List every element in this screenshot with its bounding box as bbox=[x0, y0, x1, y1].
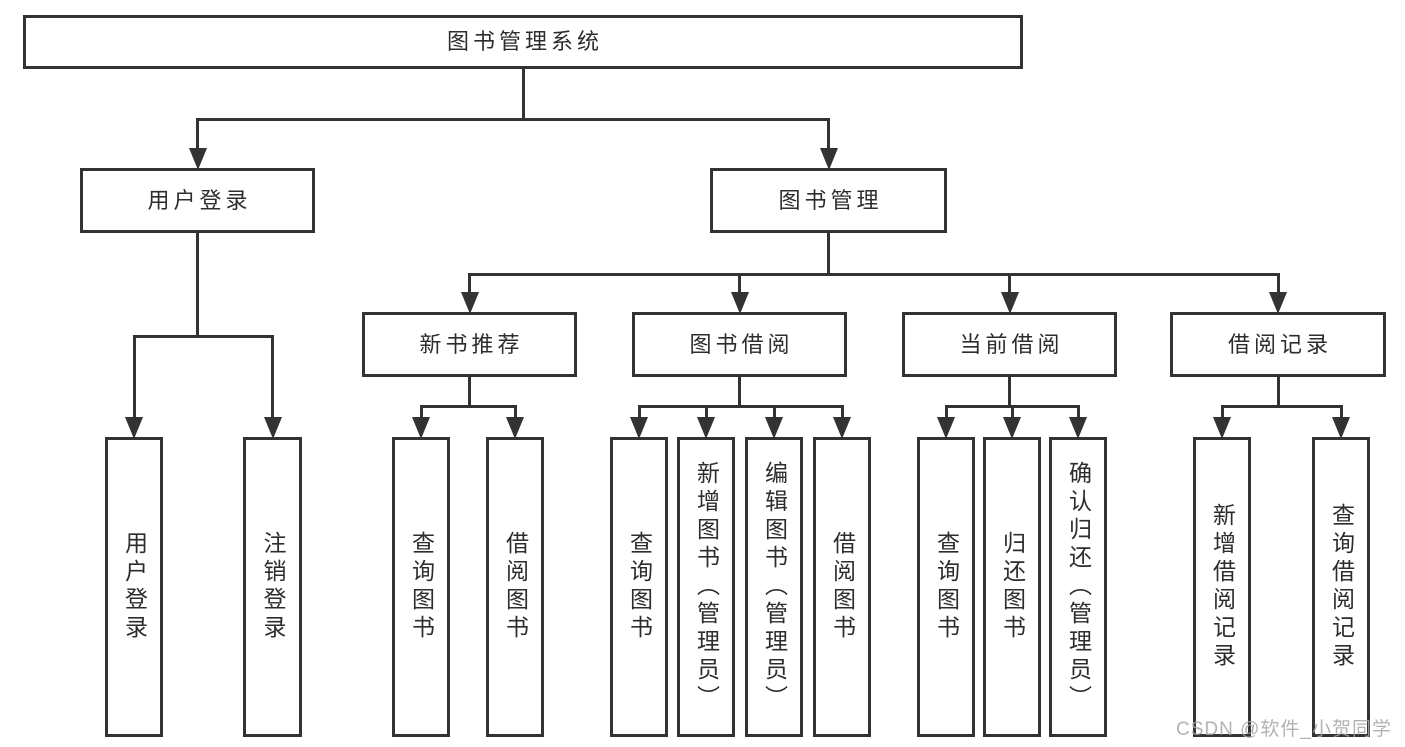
arrowhead-down-icon bbox=[765, 417, 783, 439]
connector-line bbox=[196, 232, 199, 338]
node-label: 借阅记录 bbox=[1227, 331, 1332, 357]
node-label: 图书管理系统 bbox=[446, 29, 603, 54]
connector-line bbox=[1220, 405, 1224, 423]
csdn-watermark: CSDN @软件_小贺同学 bbox=[1176, 719, 1392, 740]
node-label: 查询图书 bbox=[626, 531, 653, 643]
node-leaf-nb-query: 查询图书 bbox=[392, 437, 450, 737]
connector-line bbox=[1076, 405, 1080, 423]
node-leaf-nb-borrow: 借阅图书 bbox=[486, 437, 544, 737]
arrowhead-down-icon bbox=[263, 417, 282, 439]
connector-line bbox=[944, 405, 948, 423]
connector-line bbox=[468, 273, 1280, 276]
node-label: 注销登录 bbox=[260, 531, 286, 643]
connector-line bbox=[419, 405, 517, 408]
node-leaf-br-add: 新增借阅记录 bbox=[1193, 437, 1251, 737]
node-leaf-cb-confirm: 确认归还（管理员） bbox=[1049, 437, 1107, 737]
connector-line bbox=[827, 232, 830, 276]
connector-line bbox=[196, 118, 199, 154]
arrowhead-down-icon bbox=[1069, 417, 1087, 439]
arrowhead-down-icon bbox=[188, 148, 207, 170]
connector-line bbox=[1276, 273, 1280, 298]
connector-line bbox=[132, 335, 136, 423]
connector-line bbox=[738, 376, 741, 408]
node-leaf-logout: 注销登录 bbox=[243, 437, 302, 737]
node-leaf-bb-borrow: 借阅图书 bbox=[813, 437, 871, 737]
connector-line bbox=[1276, 376, 1280, 408]
arrowhead-down-icon bbox=[1213, 417, 1231, 439]
connector-line bbox=[1008, 376, 1011, 408]
node-book-mgmt: 图书管理 bbox=[710, 168, 947, 233]
connector-line bbox=[419, 405, 423, 423]
node-leaf-br-query: 查询借阅记录 bbox=[1312, 437, 1370, 737]
node-label: 图书借阅 bbox=[689, 331, 794, 357]
node-label: 用户登录 bbox=[121, 531, 148, 643]
node-label: 编辑图书（管理员） bbox=[761, 461, 788, 713]
node-root: 图书管理系统 bbox=[23, 15, 1023, 69]
connector-line bbox=[1008, 273, 1011, 298]
node-label: 新书推荐 bbox=[419, 331, 524, 357]
node-label: 归还图书 bbox=[999, 531, 1026, 643]
node-label: 借阅图书 bbox=[829, 531, 856, 643]
node-leaf-cb-query: 查询图书 bbox=[917, 437, 975, 737]
node-label: 查询图书 bbox=[408, 531, 435, 643]
arrowhead-down-icon bbox=[1000, 292, 1019, 314]
node-user-login: 用户登录 bbox=[80, 168, 315, 233]
connector-line bbox=[704, 405, 708, 423]
node-label: 当前借阅 bbox=[959, 331, 1064, 357]
node-label: 借阅图书 bbox=[502, 531, 529, 643]
node-leaf-cb-return: 归还图书 bbox=[983, 437, 1041, 737]
arrowhead-down-icon bbox=[412, 417, 430, 439]
arrowhead-down-icon bbox=[1269, 292, 1287, 314]
arrowhead-down-icon bbox=[937, 417, 955, 439]
connector-line bbox=[827, 118, 830, 154]
node-leaf-bb-add: 新增图书（管理员） bbox=[677, 437, 735, 737]
node-label: 用户登录 bbox=[147, 187, 252, 213]
arrowhead-down-icon bbox=[833, 417, 851, 439]
arrowhead-down-icon bbox=[630, 417, 648, 439]
node-leaf-bb-query: 查询图书 bbox=[610, 437, 668, 737]
connector-line bbox=[132, 335, 274, 338]
connector-line bbox=[840, 405, 844, 423]
node-book-borrow: 图书借阅 bbox=[632, 312, 847, 377]
connector-line bbox=[738, 273, 741, 298]
connector-line bbox=[772, 405, 776, 423]
arrowhead-down-icon bbox=[730, 292, 749, 314]
node-label: 新增图书（管理员） bbox=[693, 461, 720, 713]
connector-line bbox=[1220, 405, 1343, 408]
node-label: 查询借阅记录 bbox=[1328, 503, 1355, 671]
arrowhead-down-icon bbox=[460, 292, 479, 314]
connector-line bbox=[513, 405, 517, 423]
node-label: 新增借阅记录 bbox=[1209, 503, 1236, 671]
connector-line bbox=[1339, 405, 1343, 423]
node-label: 查询图书 bbox=[933, 531, 960, 643]
connector-line bbox=[521, 68, 525, 121]
connector-line bbox=[468, 376, 471, 408]
connector-line bbox=[637, 405, 844, 408]
arrowhead-down-icon bbox=[506, 417, 524, 439]
node-borrow-record: 借阅记录 bbox=[1170, 312, 1386, 377]
node-new-book-rec: 新书推荐 bbox=[362, 312, 577, 377]
node-leaf-bb-edit: 编辑图书（管理员） bbox=[745, 437, 803, 737]
arrowhead-down-icon bbox=[697, 417, 715, 439]
arrowhead-down-icon bbox=[1003, 417, 1021, 439]
arrowhead-down-icon bbox=[1332, 417, 1350, 439]
arrowhead-down-icon bbox=[125, 417, 143, 439]
connector-line bbox=[468, 273, 471, 298]
connector-line bbox=[1010, 405, 1014, 423]
node-label: 图书管理 bbox=[778, 187, 883, 213]
node-label: 确认归还（管理员） bbox=[1065, 461, 1092, 713]
connector-line bbox=[271, 335, 274, 423]
node-current-borrow: 当前借阅 bbox=[902, 312, 1117, 377]
connector-line bbox=[196, 118, 830, 121]
node-leaf-user-login: 用户登录 bbox=[105, 437, 163, 737]
arrowhead-down-icon bbox=[819, 148, 838, 170]
connector-line bbox=[637, 405, 641, 423]
